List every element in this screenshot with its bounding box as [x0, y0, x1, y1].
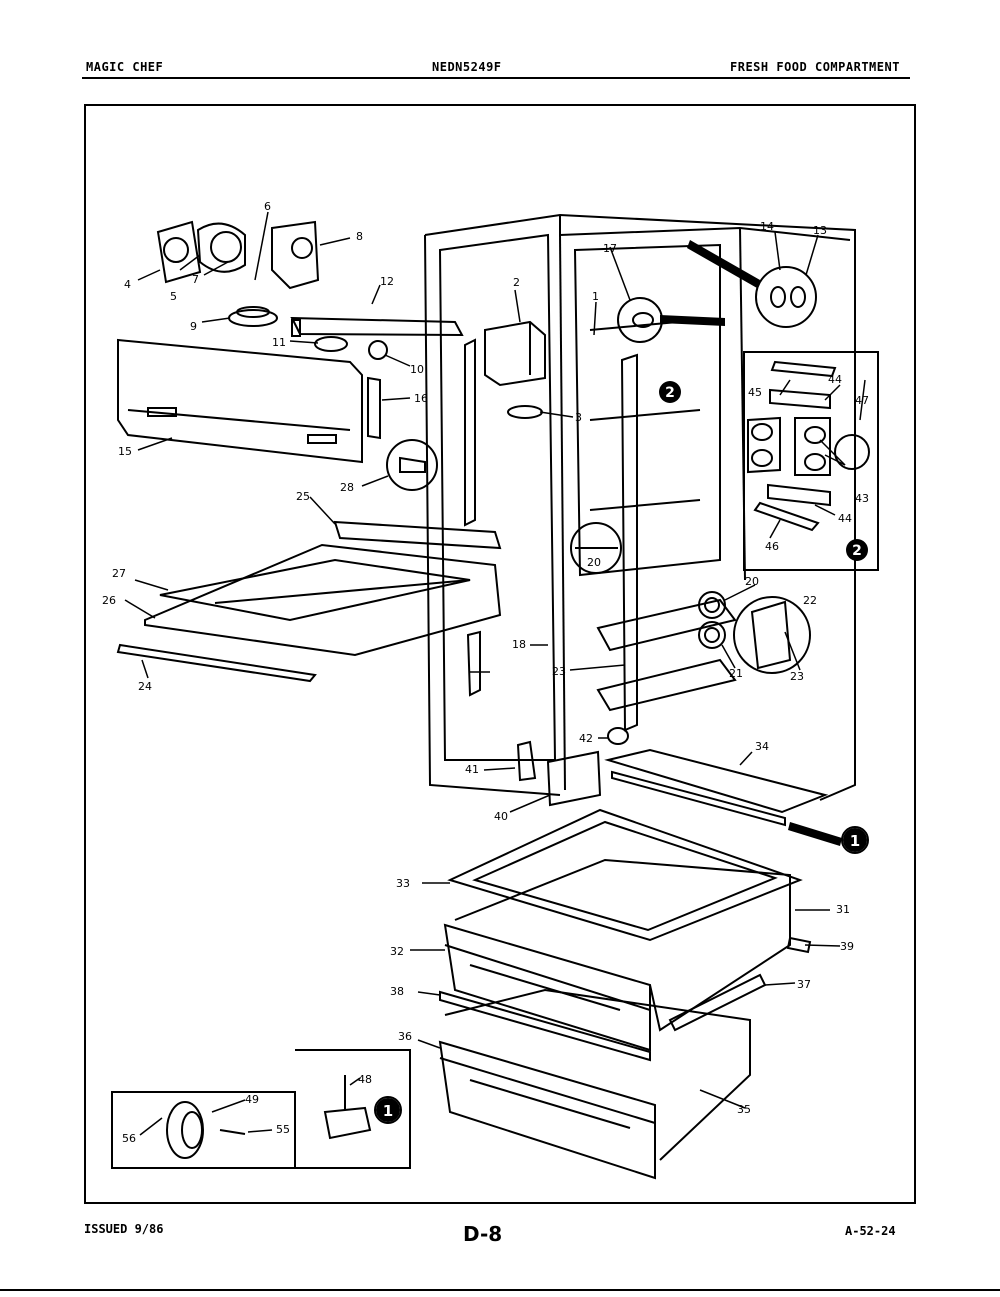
leveler-insets [111, 1049, 411, 1169]
part-number-labels: 6 8 4 5 7 9 12 11 10 16 15 2 1 3 17 14 1… [102, 200, 869, 1145]
leader-lines [124, 211, 866, 1136]
part-label: 48 [358, 1073, 372, 1086]
part-label: 16 [414, 392, 428, 405]
part-label: 9 [190, 320, 197, 333]
part-label: 47 [855, 394, 869, 407]
cabinet [424, 213, 856, 801]
part-label: 44 [828, 373, 842, 386]
part-label: 13 [813, 224, 827, 237]
part-label: 12 [380, 275, 394, 288]
brand-label: MAGIC CHEF [86, 60, 164, 74]
part-label: 20 [587, 556, 601, 569]
part-label: 25 [296, 490, 310, 503]
part-label: 45 [748, 386, 762, 399]
callout-1: 1 [383, 1102, 393, 1120]
part-label: 35 [737, 1103, 751, 1116]
part-label: 38 [390, 985, 404, 998]
right-insets [570, 266, 879, 745]
part-label: 56 [122, 1132, 136, 1145]
part-label: 21 [729, 667, 743, 680]
part-label: 20 [745, 575, 759, 588]
part-label: 5 [170, 290, 177, 303]
page-number: D-8 [463, 1222, 503, 1246]
part-label: 43 [855, 492, 869, 505]
part-label: 42 [579, 732, 593, 745]
part-label: 15 [118, 445, 132, 458]
part-label: 31 [836, 903, 850, 916]
crisper-drawers [438, 740, 869, 1180]
part-label: 3 [575, 411, 582, 424]
issued-date: ISSUED 9/86 [84, 1222, 164, 1236]
part-label: 1 [592, 290, 599, 303]
diagram-frame [84, 104, 916, 1204]
part-label: 11 [272, 336, 286, 349]
part-label: 33 [396, 877, 410, 890]
bottom-rule [0, 1289, 1000, 1291]
part-label: 10 [410, 363, 424, 376]
part-label: 24 [138, 680, 152, 693]
light-assembly [117, 220, 546, 464]
part-label: 6 [264, 200, 271, 213]
part-label: 49 [245, 1093, 259, 1106]
section-label: FRESH FOOD COMPARTMENT [730, 60, 900, 74]
part-label: 4 [124, 278, 131, 291]
part-label: 41 [465, 763, 479, 776]
part-label: 18 [512, 638, 526, 651]
part-label: 8 [356, 230, 363, 243]
reference-code: A-52-24 [845, 1224, 896, 1238]
part-label: 28 [340, 481, 354, 494]
part-label: 23 [790, 670, 804, 683]
part-label: 32 [390, 945, 404, 958]
part-label: 26 [102, 594, 116, 607]
part-label: 39 [840, 940, 854, 953]
part-label: 55 [276, 1123, 290, 1136]
part-label: 44 [838, 512, 852, 525]
callout-bubbles: 2 2 1 1 [376, 381, 868, 1122]
part-label: 46 [765, 540, 779, 553]
part-label: 36 [398, 1030, 412, 1043]
part-label: 37 [797, 978, 811, 991]
callout-2: 2 [665, 385, 675, 401]
upper-shelf [116, 439, 502, 683]
callout-2: 2 [852, 543, 862, 559]
part-label: 40 [494, 810, 508, 823]
header-rule [82, 77, 910, 79]
part-label: 17 [603, 242, 617, 255]
part-label: 34 [755, 740, 769, 753]
part-label: 23 [552, 665, 566, 678]
model-label: NEDN5249F [432, 60, 502, 74]
part-label: 14 [760, 220, 774, 233]
part-label: 27 [112, 567, 126, 580]
part-label: 22 [803, 594, 817, 607]
part-label: 7 [192, 273, 199, 286]
connector-bands [660, 240, 842, 846]
part-label: 2 [513, 276, 520, 289]
callout-1: 1 [850, 832, 860, 850]
